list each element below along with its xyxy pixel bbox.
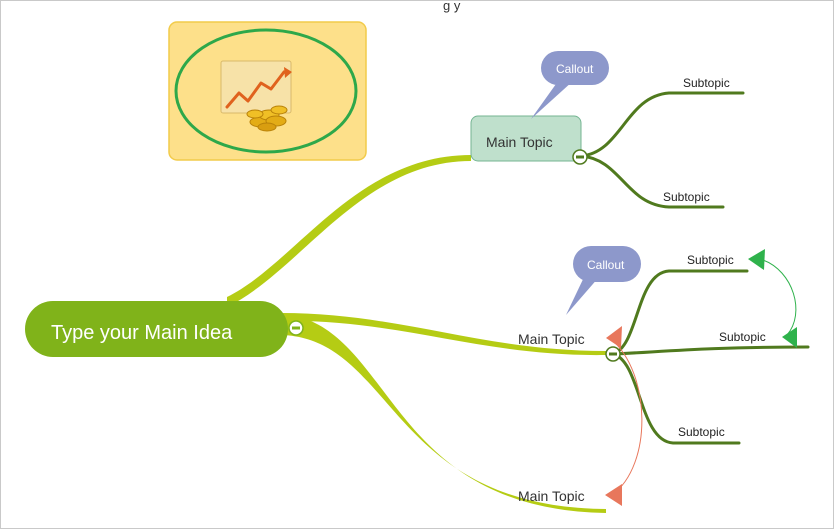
subtopic-1-2[interactable]: Subtopic (663, 190, 710, 204)
main-branch-2 (281, 313, 606, 356)
main-topic-1[interactable]: Main Topic (470, 115, 582, 162)
image-ellipse (174, 28, 358, 154)
sub-branch-1-1 (579, 91, 745, 158)
relationship-arrow-left-icon (606, 326, 622, 348)
relationship-line-green (762, 259, 797, 336)
main-topic-1-label: Main Topic (486, 134, 553, 150)
main-topic-2[interactable]: Main Topic (518, 331, 585, 347)
sub-branch-1-2 (579, 154, 725, 209)
growth-chart-coins-icon (220, 60, 292, 132)
sub-branches (579, 91, 810, 445)
subtopic-1-1[interactable]: Subtopic (683, 76, 730, 90)
callout-1-label: Callout (556, 62, 594, 76)
callout-2-shape (573, 246, 641, 282)
subtopic-2-1[interactable]: Subtopic (687, 253, 734, 267)
callout-1-pointer (531, 77, 573, 119)
sub-branch-2-1 (611, 269, 749, 356)
callout-1[interactable]: Callout (531, 51, 609, 119)
main-topic-2-collapse-button[interactable] (605, 346, 621, 362)
main-topic-2-label: Main Topic (518, 331, 585, 347)
central-collapse-button[interactable] (288, 320, 304, 336)
main-topic-1-collapse-button[interactable] (572, 149, 588, 165)
sub-branch-2-3 (611, 352, 741, 445)
sub-branch-2-2 (611, 345, 810, 356)
main-topic-3-label: Main Topic (518, 488, 585, 504)
callout-1-shape (541, 51, 609, 85)
central-topic-label: Type your Main Idea (51, 322, 233, 344)
relationship-arrow-bottom-icon (605, 484, 622, 506)
relationship-line-orange (610, 338, 643, 496)
callout-2-label: Callout (587, 258, 625, 272)
main-branch-1 (227, 155, 471, 307)
top-strip-text: g y (443, 1, 461, 13)
subtopic-2-2[interactable]: Subtopic (719, 330, 766, 344)
main-topic-3[interactable]: Main Topic (518, 488, 585, 504)
central-topic[interactable]: Type your Main Idea (25, 301, 288, 357)
subtopic-2-3[interactable]: Subtopic (678, 425, 725, 439)
main-branches (227, 155, 606, 513)
main-branch-3 (271, 313, 606, 513)
relationship-arrow-green-bottom-icon (782, 327, 797, 348)
image-topic[interactable] (168, 21, 367, 161)
relationship-arrow-green-top-icon (748, 249, 765, 270)
callout-2[interactable]: Callout (566, 246, 641, 315)
main-topic-1-shape (470, 115, 582, 162)
callout-2-pointer (566, 273, 599, 315)
central-topic-shape (25, 301, 288, 357)
